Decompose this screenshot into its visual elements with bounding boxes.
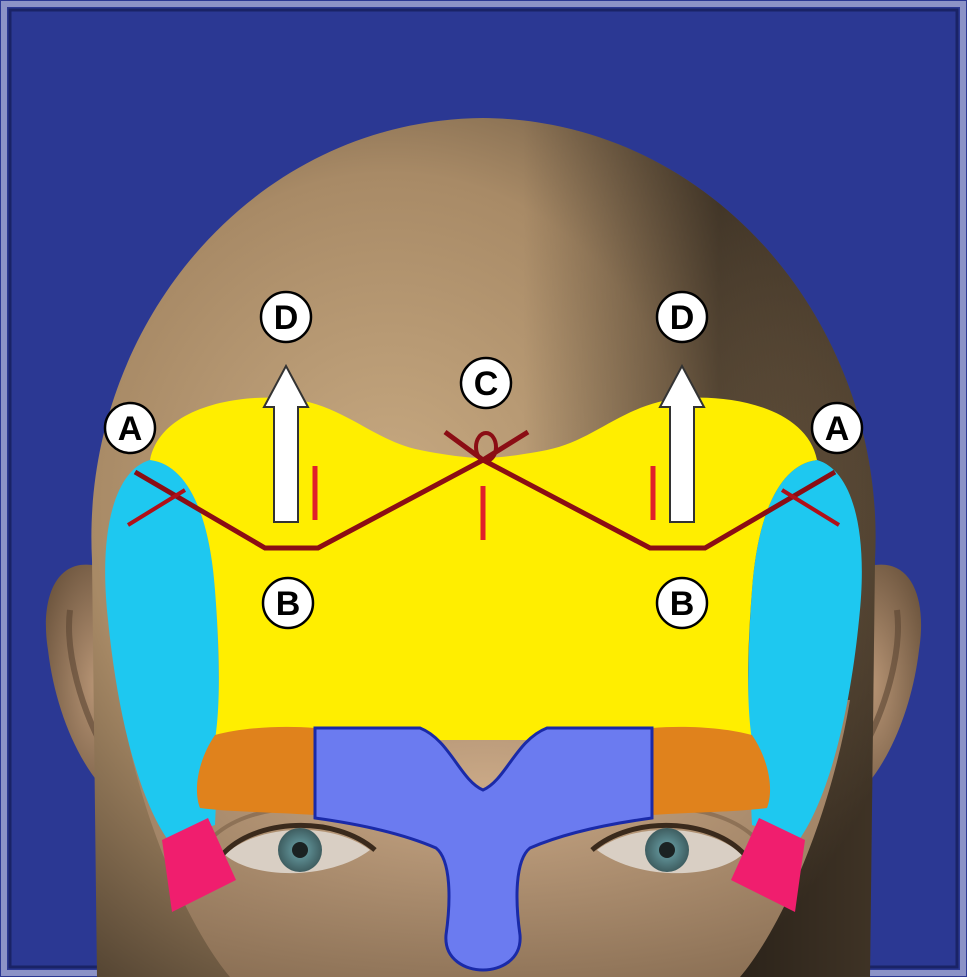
svg-text:C: C <box>474 365 499 403</box>
svg-text:A: A <box>825 410 850 448</box>
svg-text:B: B <box>276 585 301 623</box>
svg-text:D: D <box>670 299 695 337</box>
label-b-left: B <box>263 578 313 628</box>
left-brow-zone <box>197 727 315 815</box>
label-a-right: A <box>812 403 862 453</box>
label-a-left: A <box>105 403 155 453</box>
label-b-right: B <box>657 578 707 628</box>
svg-text:D: D <box>274 299 299 337</box>
svg-text:A: A <box>118 410 143 448</box>
label-c: C <box>461 358 511 408</box>
right-brow-zone <box>652 727 770 815</box>
svg-text:B: B <box>670 585 695 623</box>
label-d-right: D <box>657 292 707 342</box>
label-d-left: D <box>261 292 311 342</box>
